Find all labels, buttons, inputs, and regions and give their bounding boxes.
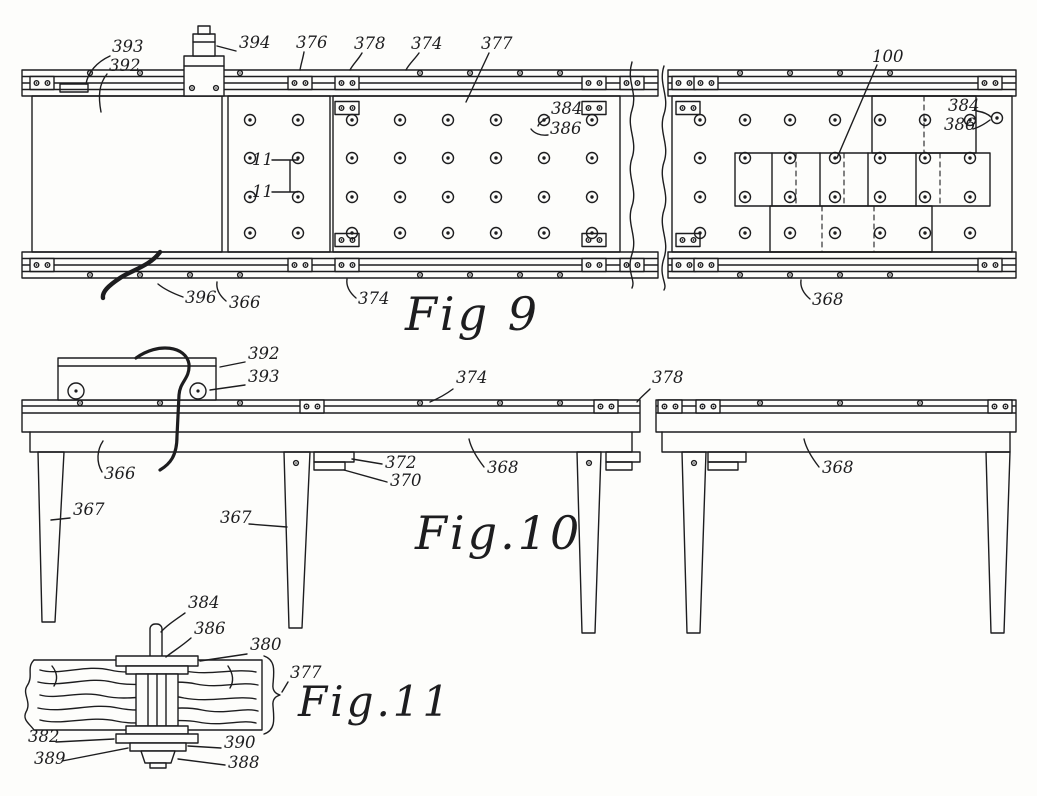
fig11-leader-lines [55, 612, 289, 766]
fig9-ref-384-right: 384 [948, 96, 980, 115]
fig10-ref-367-left: 367 [73, 500, 105, 519]
fig9-leader-lines [85, 45, 992, 302]
fig11-labels: 384 386 380 377 382 389 390 388 [28, 593, 322, 772]
fig9-ref-366: 366 [229, 293, 261, 312]
fig11-caption: Fig.11 [297, 677, 452, 726]
fig11-washer [129, 742, 187, 752]
fig11-ref-377: 377 [290, 663, 322, 682]
fig10-leg-1 [37, 451, 65, 623]
fig11-ref-386: 386 [194, 619, 226, 638]
figure-9: 393 392 394 376 378 374 377 384 386 100 … [21, 25, 1017, 341]
fig11-bolt-assembly [115, 623, 199, 769]
fig11-ref-382: 382 [28, 727, 60, 746]
fig10-ref-374: 374 [456, 368, 488, 387]
fig10-legs [37, 451, 1011, 634]
fig10-leg-4 [681, 451, 707, 634]
fig11-ref-390: 390 [224, 733, 256, 752]
fig11-pin [149, 623, 163, 661]
fig9-plate-b [332, 95, 621, 253]
fig10-ref-378: 378 [652, 368, 684, 387]
fig10-caption: Fig.10 [414, 506, 582, 560]
fig11-top-plate [115, 655, 199, 667]
fig9-ref-377: 377 [481, 34, 513, 53]
fig10-ref-372: 372 [385, 453, 417, 472]
fig11-bottom-plate [115, 733, 199, 744]
fig9-wood-blocks [734, 95, 991, 253]
fig9-plate-a [227, 95, 331, 253]
fig9-ref-374-bottom: 374 [358, 289, 390, 308]
fig9-ref-396: 396 [185, 288, 217, 307]
fig11-lower-flange [125, 725, 189, 735]
fig10-carriage-unit [57, 357, 217, 401]
fig11-ref-388: 388 [228, 753, 260, 772]
figure-11: 384 386 380 377 382 389 390 388 Fig.11 [24, 593, 452, 772]
fig9-ref-386-right: 386 [944, 115, 976, 134]
figure-10: 392 393 374 378 366 372 370 368 367 367 … [21, 344, 1017, 634]
fig10-ref-366: 366 [104, 464, 136, 483]
fig9-break-lines [629, 61, 667, 291]
fig9-left-plate [31, 83, 223, 253]
fig11-ref-384: 384 [188, 593, 220, 612]
fig11-brace [263, 655, 281, 735]
fig9-ref-392: 392 [109, 56, 141, 75]
fig10-leg-2 [283, 451, 311, 629]
fig9-ref-11-bottom: 11 [252, 182, 273, 201]
fig9-ref-378: 378 [354, 34, 386, 53]
fig9-ref-11-top: 11 [252, 150, 273, 169]
fig9-ref-394: 394 [239, 33, 271, 52]
fig10-ref-393: 393 [248, 367, 280, 386]
fig9-power-cord [100, 249, 163, 301]
fig10-ref-370: 370 [390, 471, 422, 490]
fig11-ref-380: 380 [250, 635, 282, 654]
fig10-leader-lines [50, 361, 820, 528]
fig9-clamp-plates [29, 75, 1003, 273]
fig9-section-marker-11 [271, 159, 299, 193]
fig9-labels: 393 392 394 376 378 374 377 384 386 100 … [109, 33, 980, 312]
fig9-ref-376: 376 [296, 33, 328, 52]
fig10-cable [134, 346, 191, 472]
fig9-motor-unit [183, 25, 225, 97]
fig9-ref-100: 100 [872, 47, 904, 66]
fig11-nut [140, 750, 176, 764]
fig11-ref-389: 389 [34, 749, 66, 768]
fig9-ref-386-mid: 386 [550, 119, 582, 138]
fig10-tabletop-right [655, 399, 1017, 453]
fig10-mount-brackets [313, 451, 747, 471]
fig10-ref-368-right: 368 [822, 458, 854, 477]
fig10-ref-392: 392 [248, 344, 280, 363]
fig10-ref-367-right: 367 [220, 508, 252, 527]
fig10-leg-5 [985, 451, 1011, 634]
fig10-labels: 392 393 374 378 366 372 370 368 367 367 … [73, 344, 854, 527]
fig9-ref-393: 393 [112, 37, 144, 56]
fig9-ref-368: 368 [812, 290, 844, 309]
fig10-tabletop-left [21, 399, 641, 453]
fig9-ref-374-top: 374 [411, 34, 443, 53]
fig10-ref-368-left: 368 [487, 458, 519, 477]
fig11-upper-flange [125, 665, 189, 675]
fig10-leg-3 [576, 451, 602, 634]
fig9-ref-384-mid: 384 [551, 99, 583, 118]
fig9-caption: Fig 9 [404, 287, 540, 341]
